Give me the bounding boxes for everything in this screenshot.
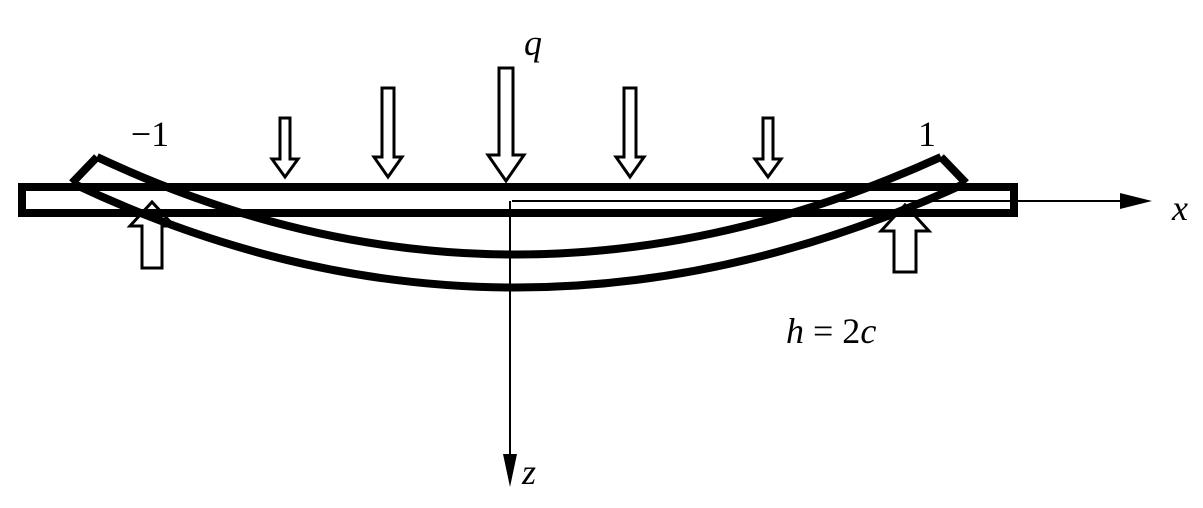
x-axis-label: x [1171,188,1188,228]
thickness-label-eq: = 2 [804,311,860,351]
thickness-label-h: h [786,311,804,351]
load-arrow-down-icon [485,66,527,184]
left-coordinate-label: −1 [131,114,169,154]
load-arrow-down-icon [613,86,647,180]
load-arrow-down-icon [371,86,405,180]
deflected-beam-right-endcap [938,154,969,186]
beam-undeformed-rect [18,183,1018,217]
load-arrow-down-icon [752,116,784,180]
thickness-label: h = 2c [786,311,876,351]
distributed-load-arrows [269,66,784,184]
deflected-beam-top-curve [95,153,943,259]
x-axis-arrowhead-icon [1120,193,1152,209]
deflected-beam-bottom-curve [70,179,968,292]
beam-deflected-shape [69,153,969,292]
right-reaction-arrow-up-icon [877,202,933,274]
z-axis-label: z [521,452,536,492]
thickness-label-c: c [860,311,876,351]
load-label: q [524,23,542,63]
load-arrow-down-icon [269,116,301,180]
right-coordinate-label: 1 [918,114,936,154]
deflected-beam-left-endcap [69,154,100,186]
z-axis-arrowhead-icon [503,454,517,487]
